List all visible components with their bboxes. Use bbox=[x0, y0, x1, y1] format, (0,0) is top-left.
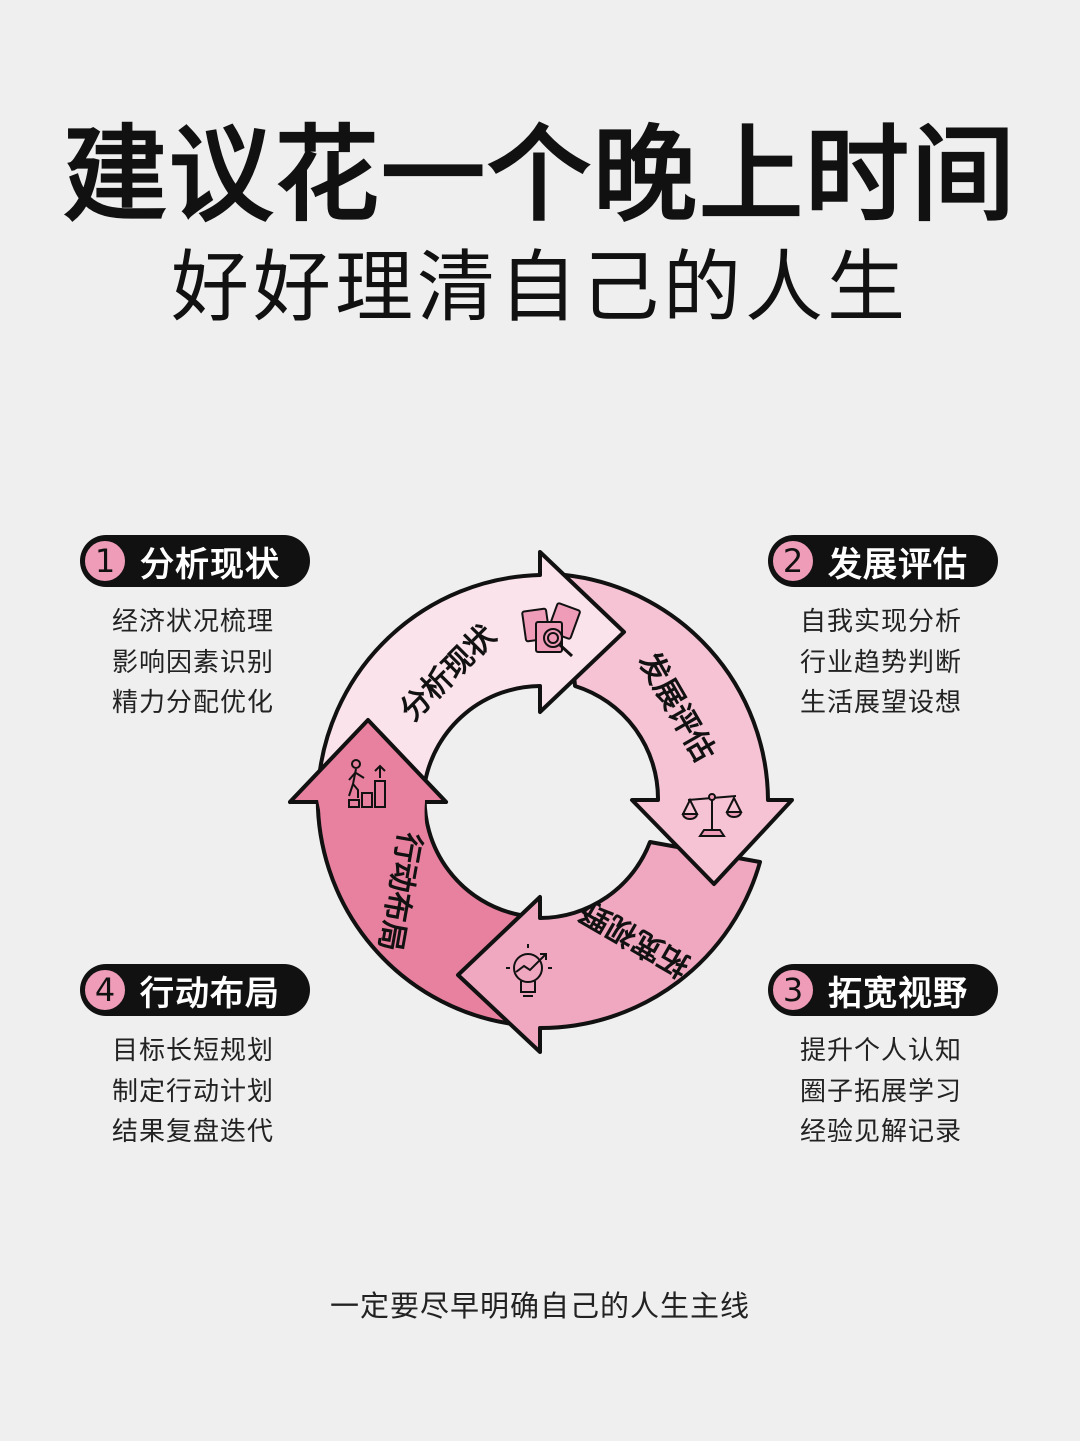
step-2-items: 自我实现分析 行业趋势判断 生活展望设想 bbox=[800, 602, 1020, 724]
step-2-item: 自我实现分析 bbox=[800, 607, 963, 637]
step-3-items: 提升个人认知 圈子拓展学习 经验见解记录 bbox=[800, 1031, 1020, 1153]
step-1-label: 分析现状 bbox=[140, 544, 280, 585]
step-3-label: 拓宽视野 bbox=[828, 973, 968, 1014]
cycle-segment-4-head-outline bbox=[288, 718, 448, 804]
step-2-label: 发展评估 bbox=[828, 544, 968, 585]
step-4-items: 目标长短规划 制定行动计划 结果复盘迭代 bbox=[112, 1031, 332, 1153]
step-4-label: 行动布局 bbox=[140, 973, 280, 1014]
step-4-item: 目标长短规划 bbox=[112, 1036, 275, 1066]
step-1-item: 影响因素识别 bbox=[112, 647, 275, 678]
step-4-badge: 4 行动布局 bbox=[80, 964, 310, 1016]
step-3-item: 圈子拓展学习 bbox=[800, 1076, 963, 1107]
step-3-item: 提升个人认知 bbox=[800, 1036, 963, 1066]
page-title: 建议花一个晚上时间 bbox=[62, 114, 1017, 236]
step-2-item: 生活展望设想 bbox=[800, 688, 963, 718]
step-1-badge: 1 分析现状 bbox=[80, 535, 310, 587]
step-3-item: 经验见解记录 bbox=[800, 1117, 963, 1147]
footer-text: 一定要尽早明确自己的人生主线 bbox=[329, 1289, 750, 1323]
step-2-badge: 2 发展评估 bbox=[768, 535, 998, 587]
step-1-number: 1 bbox=[82, 538, 128, 584]
balance-scale-icon bbox=[681, 793, 743, 837]
step-3-badge: 3 拓宽视野 bbox=[768, 964, 998, 1016]
lightbulb-growth-icon bbox=[506, 944, 552, 997]
cycle-segment-1 bbox=[316, 550, 626, 792]
step-3-number: 3 bbox=[770, 967, 816, 1013]
cycle-segment-2 bbox=[563, 573, 794, 886]
page-subtitle: 好好理清自己的人生 bbox=[170, 243, 909, 333]
step-4-item: 制定行动计划 bbox=[112, 1076, 275, 1107]
documents-magnifier-icon bbox=[521, 602, 581, 658]
cycle-segment-4-head bbox=[290, 720, 446, 870]
step-4-item: 结果复盘迭代 bbox=[112, 1117, 275, 1147]
step-1-item: 经济状况梳理 bbox=[112, 607, 275, 637]
step-1-items: 经济状况梳理 影响因素识别 精力分配优化 bbox=[112, 602, 332, 724]
step-2-number: 2 bbox=[770, 538, 816, 584]
step-2-item: 行业趋势判断 bbox=[800, 647, 963, 678]
person-climbing-steps-icon bbox=[348, 759, 386, 808]
step-4-number: 4 bbox=[82, 967, 128, 1013]
cycle-segment-3 bbox=[456, 840, 762, 1054]
step-1-item: 精力分配优化 bbox=[112, 688, 275, 718]
